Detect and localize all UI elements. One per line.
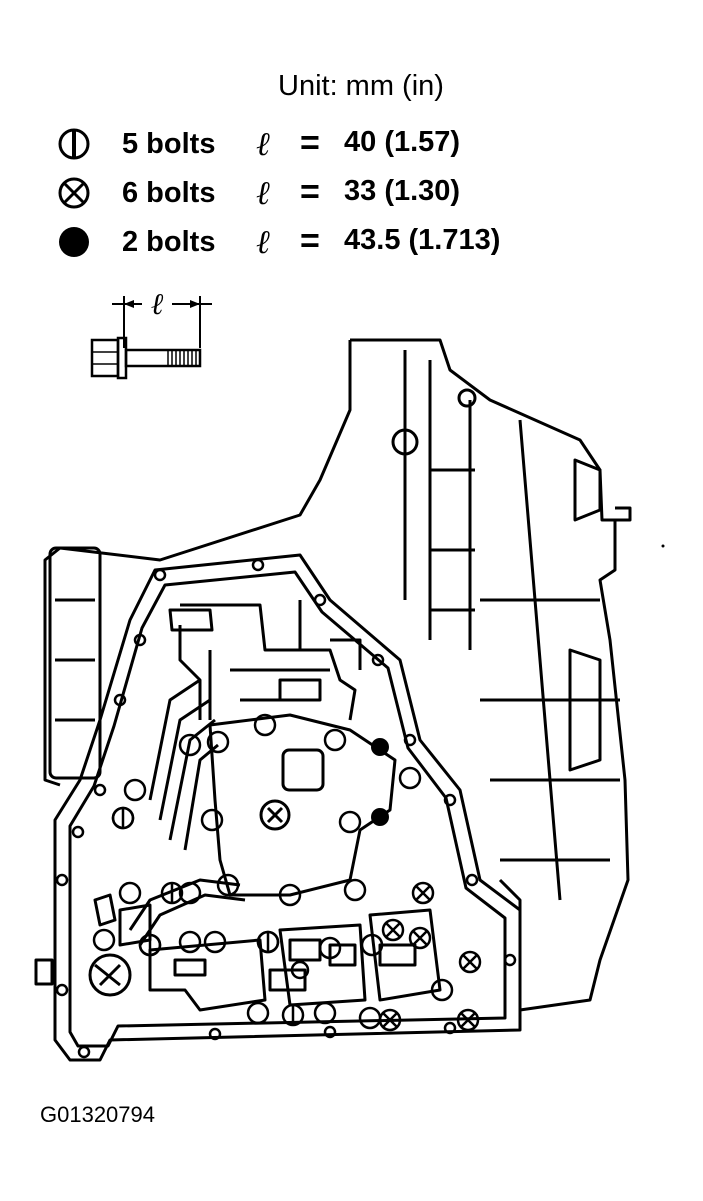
legend-row-6-bolts: 6 bolts ℓ = 33 (1.30)	[56, 173, 576, 213]
legend-length: 40 (1.57)	[344, 126, 461, 158]
legend-count: 2 bolts	[122, 226, 216, 258]
legend-row-2-bolts: 2 bolts ℓ = 43.5 (1.713)	[56, 222, 576, 262]
legend-length: 33 (1.30)	[344, 175, 461, 207]
length-symbol: ℓ	[256, 124, 270, 163]
equals-sign: =	[300, 222, 320, 260]
filled-circle-icon	[59, 227, 89, 257]
equals-sign: =	[300, 173, 320, 211]
legend-length: 43.5 (1.713)	[344, 224, 501, 256]
unit-label: Unit: mm (in)	[278, 70, 444, 102]
legend-row-5-bolts: 5 bolts ℓ = 40 (1.57)	[56, 124, 576, 164]
circle-with-x-icon	[58, 177, 90, 209]
circle-with-vertical-bar-icon	[58, 128, 90, 160]
bolt-length-illustration: ℓ	[90, 287, 212, 380]
legend-count: 5 bolts	[122, 128, 216, 160]
transmission-valve-body-drawing	[34, 338, 665, 1062]
bolt-length-label: ℓ	[151, 287, 164, 322]
figure-id: G01320794	[40, 1102, 155, 1127]
equals-sign: =	[300, 124, 320, 162]
length-symbol: ℓ	[256, 173, 270, 212]
length-symbol: ℓ	[256, 222, 270, 261]
legend-count: 6 bolts	[122, 177, 216, 209]
